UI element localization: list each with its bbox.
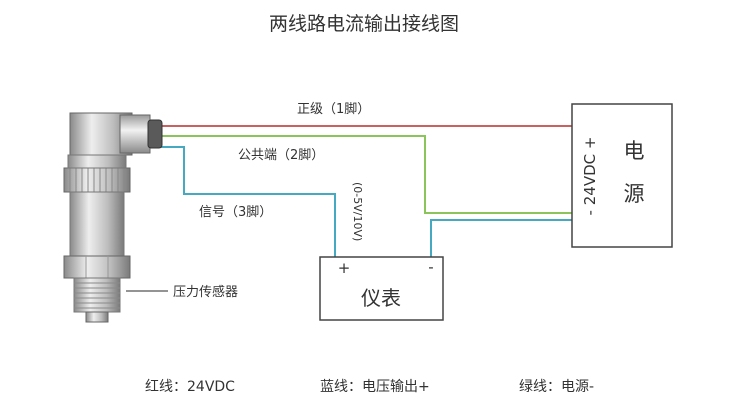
legend-blue: 蓝线：电压输出+ [320, 379, 430, 395]
knurled-ring [63, 167, 131, 193]
label-signal: 信号（3脚） [199, 204, 272, 220]
label-positive: 正级（1脚） [297, 101, 370, 117]
power-supply-box: - 24VDC + 电 源 [571, 103, 673, 248]
meter-plus: + [338, 259, 351, 277]
connector-plug [119, 114, 151, 154]
legend-green: 绿线：电源- [519, 379, 594, 395]
meter-frame [319, 256, 444, 321]
power-voltage-label: - 24VDC + [581, 137, 599, 216]
diagram-title: 两线路电流输出接线图 [269, 13, 459, 35]
label-voltage-range: (0-5V/10V) [351, 182, 364, 241]
pressure-port [85, 311, 109, 323]
power-name-line1: 电 [624, 139, 645, 163]
meter-minus: - [428, 258, 433, 276]
label-common: 公共端（2脚） [238, 147, 324, 163]
cable-gland [147, 119, 163, 149]
meter-box: + - 仪表 [319, 256, 444, 321]
power-name-line2: 源 [624, 182, 645, 206]
sensor-body [69, 191, 125, 257]
blue-wire-signal [148, 146, 336, 257]
hex-nut [63, 255, 131, 279]
blue-wire-meter-to-power [430, 219, 572, 257]
pressure-sensor-illustration [63, 112, 163, 323]
wires [148, 125, 572, 257]
meter-name: 仪表 [361, 286, 401, 310]
label-pressure-sensor: 压力传感器 [173, 284, 238, 300]
legend-red: 红线：24VDC [145, 379, 235, 395]
green-wire [148, 135, 572, 214]
power-supply-frame [571, 103, 673, 248]
